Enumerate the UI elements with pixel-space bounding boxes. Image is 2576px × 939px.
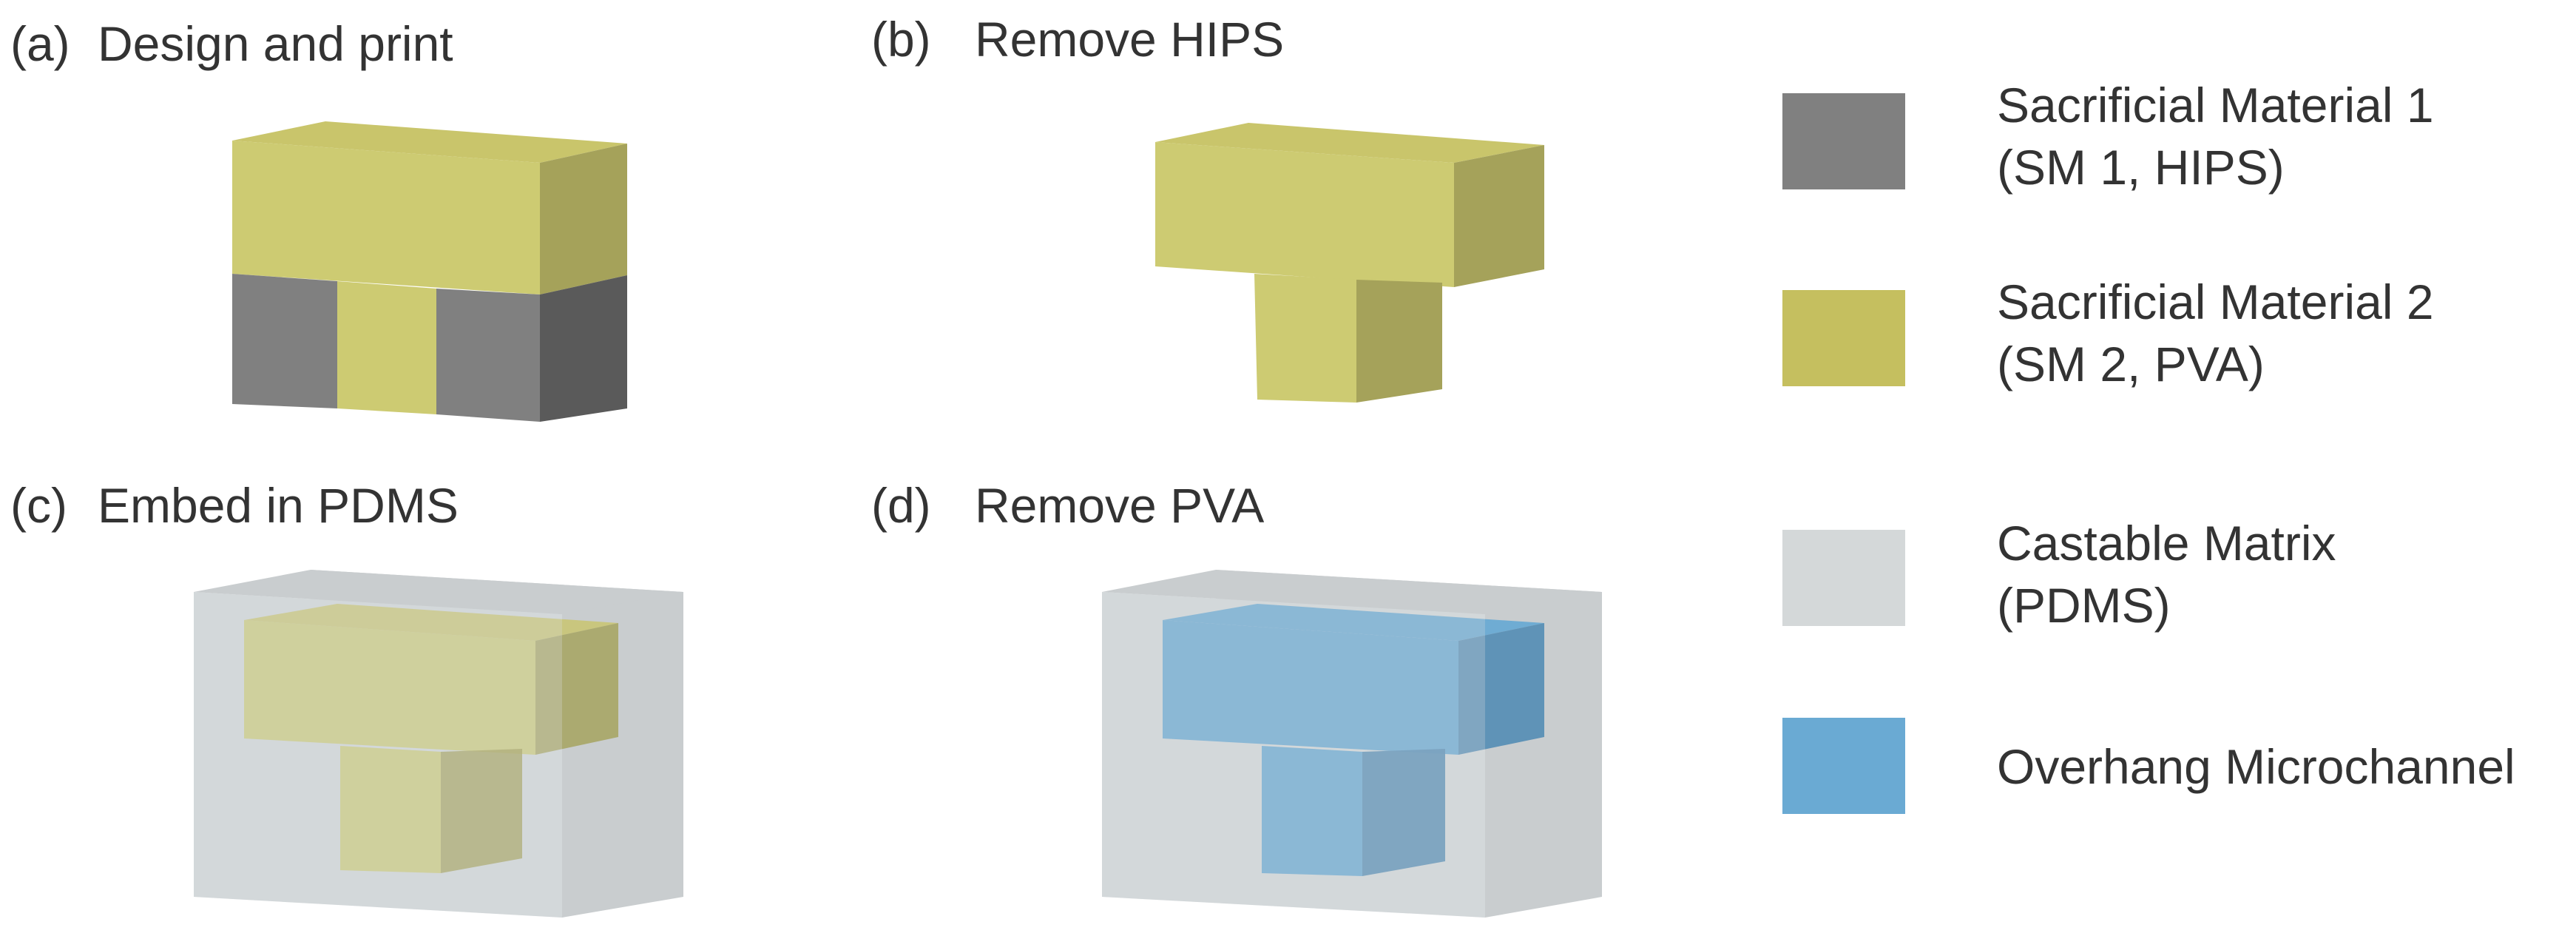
block-b-bar-front (1155, 142, 1454, 287)
block-a-hips-side (540, 275, 627, 422)
block-d-channel-top (1163, 604, 1544, 641)
block-c-pva-bar-side (535, 623, 618, 755)
legend-text-sm2: Sacrificial Material 2 (SM 2, PVA) (1997, 271, 2434, 395)
legend-text-sm1: Sacrificial Material 1 (SM 1, HIPS) (1997, 74, 2434, 198)
legend-item-pdms: Castable Matrix (PDMS) (1782, 516, 2566, 651)
panel-c-title: Embed in PDMS (98, 478, 459, 533)
panel-c-label: (c) (10, 478, 67, 533)
legend-item-sm2: Sacrificial Material 2 (SM 2, PVA) (1782, 271, 2566, 404)
legend-item-sm1: Sacrificial Material 1 (SM 1, HIPS) (1782, 74, 2566, 207)
panel-b-title: Remove HIPS (975, 12, 1285, 67)
block-a-pva-stem (337, 281, 436, 414)
legend: Sacrificial Material 1 (SM 1, HIPS) Sacr… (1782, 74, 2566, 844)
legend-swatch-channel (1782, 718, 1905, 814)
block-c-pdms-top (194, 570, 683, 614)
legend-text-pdms: Castable Matrix (PDMS) (1997, 512, 2336, 636)
legend-sm1-line2: (SM 1, HIPS) (1997, 140, 2285, 195)
block-b-stem-front (1254, 274, 1356, 403)
block-c-pva-stem-front (340, 746, 441, 873)
legend-pdms-line1: Castable Matrix (1997, 516, 2336, 571)
block-d-channel-bar-front (1163, 620, 1458, 755)
legend-channel-line1: Overhang Microchannel (1997, 739, 2515, 794)
block-a (232, 121, 627, 422)
block-d-pdms-top (1102, 570, 1602, 614)
block-a-hips-right (436, 289, 540, 422)
block-b (1155, 123, 1544, 403)
legend-swatch-sm2 (1782, 290, 1905, 386)
panel-d-label: (d) (871, 478, 931, 533)
block-a-pva-bar-front (232, 141, 540, 295)
block-b-stem-side (1356, 280, 1442, 403)
legend-sm2-line1: Sacrificial Material 2 (1997, 275, 2434, 329)
legend-pdms-line2: (PDMS) (1997, 578, 2171, 633)
legend-sm2-line2: (SM 2, PVA) (1997, 337, 2265, 391)
block-c (194, 570, 683, 918)
block-d-channel-bar-side (1458, 623, 1544, 755)
panel-a-label: (a) (10, 16, 70, 71)
block-d (1102, 570, 1602, 918)
block-c-pva-top (244, 604, 618, 641)
block-c-pdms-overlay (194, 592, 562, 918)
block-d-pdms-overlay (1102, 592, 1485, 918)
block-a-pva-bar-side (540, 144, 627, 295)
legend-swatch-pdms (1782, 530, 1905, 626)
block-c-pva-stem-side (441, 749, 522, 873)
legend-sm1-line1: Sacrificial Material 1 (1997, 78, 2434, 132)
panel-d-title: Remove PVA (975, 478, 1265, 533)
block-b-bar-side (1454, 145, 1544, 287)
block-a-top-face (232, 121, 627, 163)
legend-swatch-sm1 (1782, 93, 1905, 189)
legend-text-channel: Overhang Microchannel (1997, 736, 2515, 798)
block-d-channel-stem-side (1362, 749, 1445, 876)
block-c-pva-bar-front (244, 620, 535, 755)
block-a-hips-left (232, 274, 337, 408)
panel-b-label: (b) (871, 12, 931, 67)
panel-a-title: Design and print (98, 16, 453, 71)
block-d-channel-stem-front (1262, 746, 1362, 876)
legend-item-channel: Overhang Microchannel (1782, 715, 2566, 848)
block-b-top-face (1155, 123, 1544, 163)
